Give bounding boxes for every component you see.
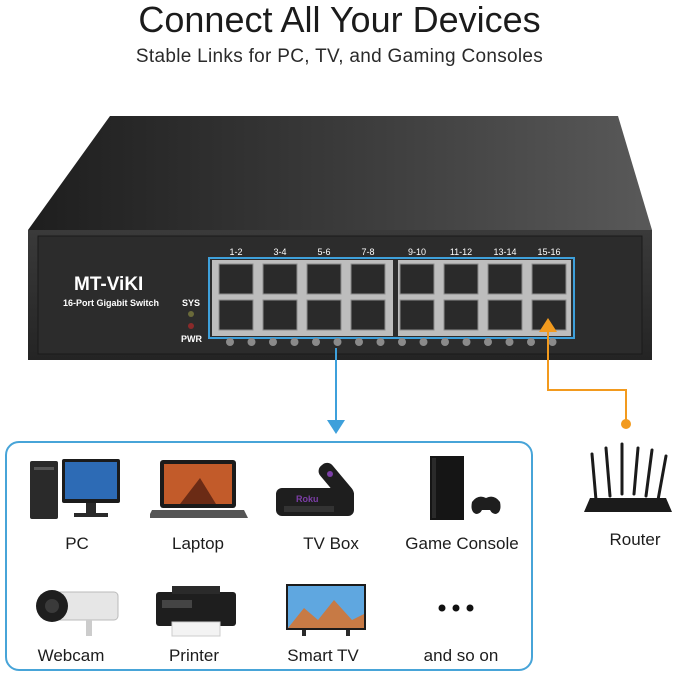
more-dots-icon — [438, 604, 474, 612]
switch-brand: MT-ViKI — [74, 274, 143, 295]
port-label: 5-6 — [317, 247, 330, 257]
page-subtitle: Stable Links for PC, TV, and Gaming Cons… — [135, 46, 544, 67]
port-led — [226, 338, 234, 346]
router-connector-arrow — [539, 318, 557, 332]
page-title: Connect All Your Devices — [138, 0, 541, 40]
network-switch-illustration: MT-ViKI 16-Port Gigabit Switch SYS PWR 1… — [28, 116, 652, 434]
rj45-ports — [218, 263, 567, 331]
port-led — [247, 338, 256, 346]
rj45-port — [443, 299, 479, 331]
rj45-port — [218, 299, 254, 331]
port-label: 1-2 — [229, 247, 242, 257]
device-label-pc: PC — [65, 534, 89, 553]
port-led — [484, 338, 492, 346]
sys-led — [188, 311, 194, 317]
port-label: 15-16 — [537, 247, 560, 257]
ports-highlight-frame — [208, 257, 575, 339]
rj45-port — [262, 299, 298, 331]
device-connector-arrow — [327, 420, 345, 434]
rj45-port — [218, 263, 254, 295]
switch-top-face — [28, 116, 652, 230]
pwr-label: PWR — [181, 334, 202, 344]
laptop-icon — [150, 460, 248, 518]
port-led — [269, 338, 277, 346]
device-label-webcam: Webcam — [37, 646, 105, 665]
rj45-port — [443, 263, 479, 295]
port-label: 7-8 — [361, 247, 374, 257]
pc-icon — [30, 459, 120, 519]
port-label: 11-12 — [450, 247, 472, 257]
port-led — [333, 338, 342, 346]
rj45-port — [399, 299, 435, 331]
port-leds — [226, 338, 557, 346]
rj45-port — [350, 263, 386, 295]
rj45-port — [399, 263, 435, 295]
switch-model: 16-Port Gigabit Switch — [63, 298, 159, 308]
device-label-smart-tv: Smart TV — [287, 646, 359, 665]
port-led — [419, 338, 428, 346]
port-led — [527, 338, 535, 346]
device-label-more: and so on — [423, 646, 499, 665]
port-led — [462, 338, 471, 346]
tv-box-icon: Roku — [276, 462, 354, 516]
device-label-tv-box: TV Box — [303, 534, 359, 553]
router-connector-line — [547, 330, 627, 420]
port-label: 3-4 — [273, 247, 286, 257]
port-led — [505, 338, 514, 346]
connected-devices-panel — [5, 441, 533, 671]
port-led — [441, 338, 449, 346]
port-led — [548, 338, 557, 346]
device-label-game-console: Game Console — [405, 534, 519, 553]
sys-label: SYS — [182, 298, 200, 308]
smart-tv-icon — [286, 584, 366, 636]
device-label-printer: Printer — [168, 646, 220, 665]
port-led — [376, 338, 385, 346]
router-icon — [584, 442, 672, 512]
game-console-icon — [430, 456, 501, 520]
port-label: 9-10 — [408, 247, 426, 257]
rj45-port — [306, 299, 342, 331]
router-label: Router — [609, 530, 661, 549]
rj45-port — [487, 263, 523, 295]
port-led — [312, 338, 320, 346]
rj45-port — [306, 263, 342, 295]
printer-icon — [156, 586, 236, 637]
router-connector-dot — [621, 419, 631, 429]
rj45-port — [531, 263, 567, 295]
port-led — [290, 338, 299, 346]
rj45-port — [350, 299, 386, 331]
pwr-led — [188, 323, 194, 329]
rj45-port — [487, 299, 523, 331]
port-label-row: 1-2 3-4 5-6 7-8 9-10 11-12 13-14 15-16 — [229, 247, 560, 257]
rj45-port — [262, 263, 298, 295]
port-label: 13-14 — [493, 247, 516, 257]
port-led — [398, 338, 406, 346]
device-label-laptop: Laptop — [172, 534, 224, 553]
port-led — [355, 338, 363, 346]
svg-text:Roku: Roku — [296, 494, 319, 504]
webcam-icon — [36, 590, 119, 636]
